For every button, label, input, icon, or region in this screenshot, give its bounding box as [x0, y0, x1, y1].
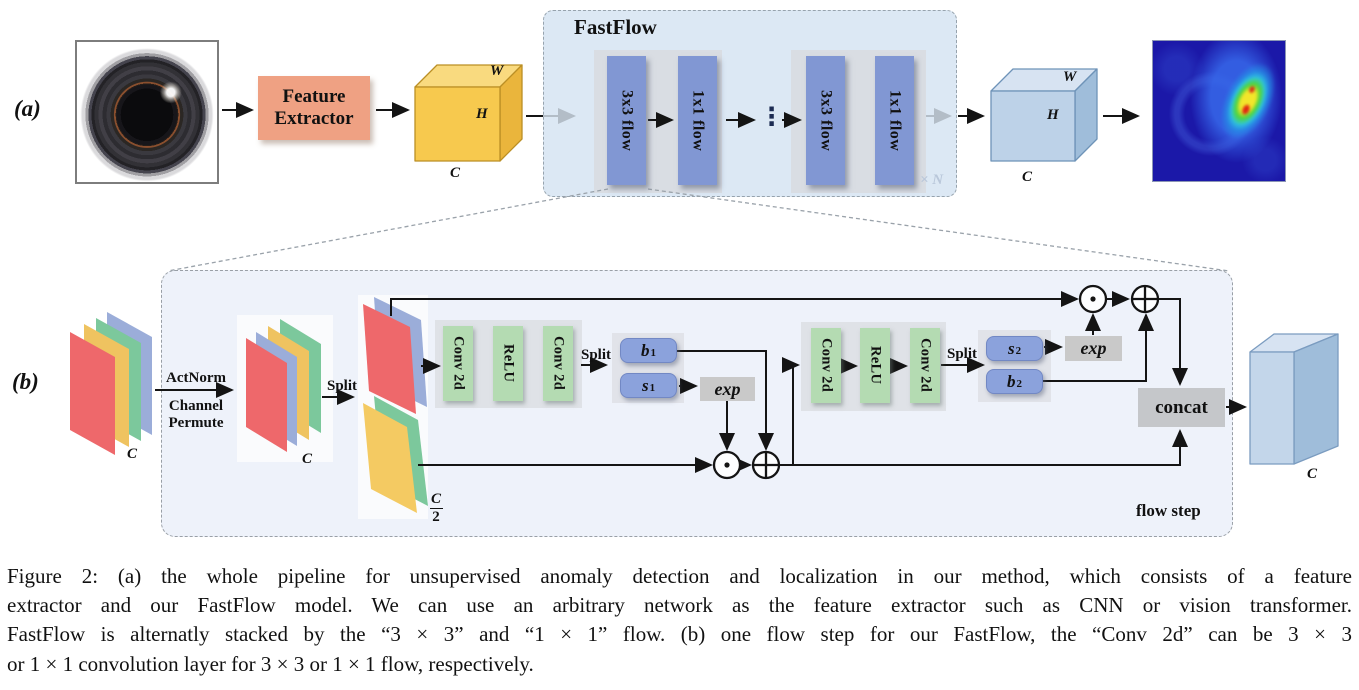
split-label-1: Split	[326, 378, 357, 394]
flow-block-1x1-1: 1x1 flow	[678, 56, 717, 185]
permuted-channel-stack	[246, 319, 321, 452]
conv2d-label: Conv 2d	[917, 338, 934, 393]
flow-step-label: flow step	[1136, 501, 1201, 520]
exp-box-1: exp	[700, 377, 755, 401]
conv2d-block-1a: Conv 2d	[443, 326, 473, 401]
figure-caption: Figure 2: (a) the whole pipeline for uns…	[7, 562, 1352, 679]
anomaly-heatmap	[1152, 40, 1286, 182]
relu-label: ReLU	[500, 344, 517, 383]
feature-extractor-line2: Extractor	[274, 108, 354, 129]
flow-block-3x3-1: 3x3 flow	[607, 56, 646, 185]
half-channel-denominator: 2	[432, 509, 440, 525]
split-half-stack-bottom	[363, 396, 428, 513]
panel-a-label: (a)	[14, 96, 41, 121]
scale-2-symbol: s	[1007, 338, 1015, 358]
conv2d-block-2a: Conv 2d	[811, 328, 841, 403]
cube-out-height-label: H	[1047, 107, 1059, 123]
feature-extractor-line1: Feature	[282, 86, 346, 108]
stack-mid-channel-label: C	[301, 451, 312, 467]
scale-2-subscript: 2	[1015, 344, 1022, 357]
cube-in-width-label: W	[490, 63, 504, 79]
cube-out-width-label: W	[1063, 69, 1077, 85]
half-channel-label: C 2	[426, 492, 446, 525]
ellipsis-dots: ⋮	[759, 102, 784, 131]
feature-cube-in	[414, 64, 523, 162]
flow-block-label: 1x1 flow	[689, 89, 707, 152]
exp-box-2: exp	[1065, 336, 1122, 361]
flow-step-output-cube	[1249, 333, 1339, 465]
conv2d-label: Conv 2d	[450, 336, 467, 391]
flow-step-arrows	[155, 291, 1247, 473]
flow-block-1x1-2: 1x1 flow	[875, 56, 914, 185]
scale-1-subscript: 1	[649, 381, 656, 394]
output-cube-channel-label: C	[1306, 466, 1317, 482]
conv2d-label: Conv 2d	[550, 336, 567, 391]
channel-permute-label-line1: Channel	[168, 398, 224, 414]
elementwise-multiply-node-2	[1078, 284, 1108, 314]
fastflow-title: FastFlow	[574, 15, 657, 39]
split-label-2: Split	[580, 347, 611, 363]
input-channel-stack	[70, 312, 152, 455]
pipeline-arrows	[222, 102, 1140, 128]
conv2d-block-2b: Conv 2d	[910, 328, 940, 403]
cube-out-channel-label: C	[1022, 169, 1033, 185]
flow-block-label: 1x1 flow	[886, 89, 904, 152]
panel-b-label: (b)	[12, 369, 39, 394]
input-image	[75, 40, 219, 184]
split-half-stack-top	[363, 297, 427, 414]
elementwise-multiply-node-1	[712, 450, 742, 480]
expansion-cone-lines	[167, 188, 1230, 272]
split-label-3: Split	[946, 346, 977, 362]
flow-block-label: 3x3 flow	[618, 89, 636, 152]
feature-cube-out	[990, 68, 1098, 162]
anomaly-hotspot	[1207, 51, 1285, 150]
relu-block-1: ReLU	[493, 326, 523, 401]
flow-block-3x3-2: 3x3 flow	[806, 56, 845, 185]
relu-label: ReLU	[867, 346, 884, 385]
bias-1-subscript: 1	[650, 346, 657, 359]
fraction-bar	[429, 508, 443, 509]
cube-in-height-label: H	[476, 106, 488, 122]
actnorm-label: ActNorm	[166, 370, 226, 386]
caption-line-4: or 1 × 1 convolution layer for 3 × 3 or …	[7, 651, 534, 676]
concat-box: concat	[1138, 388, 1225, 427]
bias-2-symbol: b	[1007, 371, 1016, 391]
repeat-count-label: × N	[920, 172, 944, 188]
scale-1-symbol: s	[641, 375, 649, 395]
caption-line-2: extractor and our FastFlow model. We can…	[7, 593, 1352, 618]
caption-line-1: Figure 2: (a) the whole pipeline for uns…	[7, 564, 1352, 588]
flow-block-label: 3x3 flow	[817, 89, 835, 152]
channel-permute-label-line2: Permute	[168, 415, 224, 431]
elementwise-add-node-2	[1130, 284, 1160, 314]
conv2d-block-1b: Conv 2d	[543, 326, 573, 401]
half-channel-numerator: C	[430, 491, 441, 507]
cube-in-channel-label: C	[450, 165, 461, 181]
elementwise-add-node-1	[751, 450, 781, 480]
feature-extractor-box: Feature Extractor	[258, 76, 370, 140]
bias-2-subscript: 2	[1016, 377, 1023, 390]
relu-block-2: ReLU	[860, 328, 890, 403]
stack-in-channel-label: C	[126, 446, 137, 462]
conv2d-label: Conv 2d	[818, 338, 835, 393]
caption-line-3: FastFlow is alternatly stacked by the “3…	[7, 622, 1352, 647]
bias-1-symbol: b	[641, 340, 650, 360]
